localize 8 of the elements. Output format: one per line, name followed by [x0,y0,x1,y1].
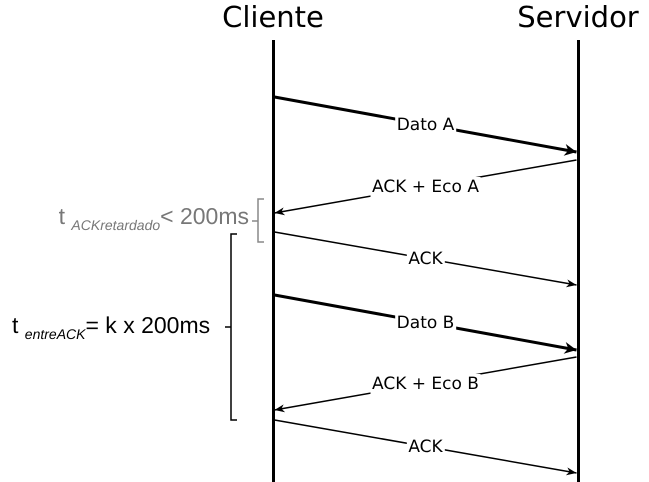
participant-label: Servidor [517,0,639,34]
edge-label: ACK + Eco A [370,176,481,196]
edge-label: ACK + Eco B [370,374,481,394]
timing-note: t $_{ACKretardado}$< 200ms [58,203,249,233]
participant-label: Cliente [222,0,324,34]
timing-note: t $_{entreACK}$= k x 200ms [12,312,210,342]
edge-label: Dato A [394,114,456,134]
edge-label: Dato B [394,312,456,332]
